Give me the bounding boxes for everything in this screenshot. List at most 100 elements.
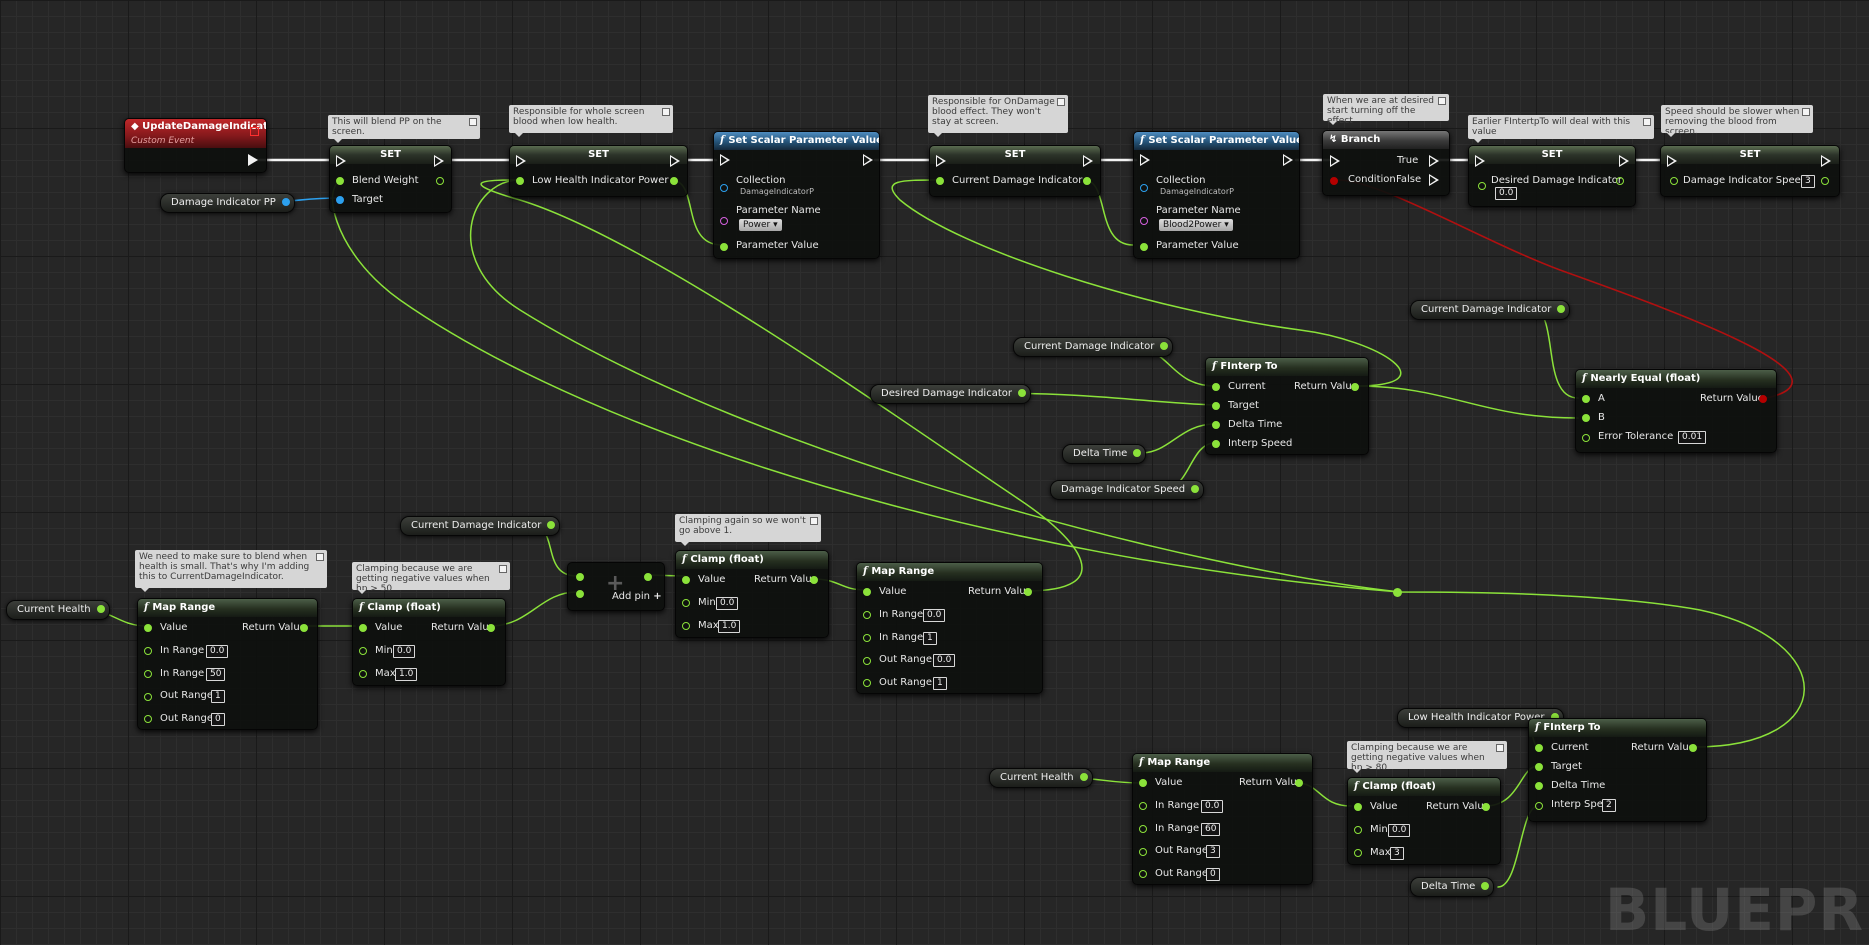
value-field[interactable]: 0.0 — [1495, 187, 1518, 200]
value-out-pin[interactable] — [1821, 177, 1829, 185]
comment-collapse-box[interactable] — [1802, 108, 1810, 116]
return-value-pin[interactable] — [1295, 779, 1303, 787]
collection-pin[interactable] — [1140, 184, 1148, 192]
damage-indicator-speed-getter[interactable]: Damage Indicator Speed — [1050, 480, 1205, 500]
return-value-pin[interactable] — [1689, 744, 1697, 752]
value-pin[interactable] — [1354, 803, 1362, 811]
comment-collapse-box[interactable] — [1643, 118, 1651, 126]
exec-out-pin[interactable] — [248, 154, 258, 166]
delta-time-getter[interactable]: Delta Time — [1410, 877, 1495, 897]
set-desired-damage-indicator-node[interactable]: SET Desired Damage Indicator 0.0 — [1468, 145, 1636, 207]
out-range-b-pin[interactable] — [144, 715, 152, 723]
delta-time-pin[interactable] — [1212, 421, 1220, 429]
add-pin-button[interactable]: Add pin + — [612, 591, 662, 602]
out-range-b-pin[interactable] — [863, 679, 871, 687]
in-range-b-field[interactable]: 60 — [1201, 823, 1221, 836]
output-pin[interactable] — [96, 605, 105, 613]
min-field[interactable]: 0.0 — [1388, 824, 1411, 837]
damage-indicator-pp-getter[interactable]: Damage Indicator PP — [160, 193, 295, 213]
exec-in-pin[interactable] — [1475, 155, 1485, 167]
value-out-pin[interactable] — [1616, 177, 1624, 185]
current-pin[interactable] — [1535, 744, 1543, 752]
min-pin[interactable] — [682, 599, 690, 607]
parameter-name-dropdown[interactable]: Power ▾ — [739, 219, 782, 231]
exec-out-pin[interactable] — [1821, 155, 1831, 167]
value-pin[interactable] — [1139, 779, 1147, 787]
value-field[interactable]: 3 — [1801, 175, 1815, 188]
comment-collapse-box[interactable] — [662, 108, 670, 116]
exec-out-pin[interactable] — [1619, 155, 1629, 167]
comment-collapse-box[interactable] — [1438, 97, 1446, 105]
max-pin[interactable] — [1354, 849, 1362, 857]
exec-in-pin[interactable] — [1667, 155, 1677, 167]
in-range-a-pin[interactable] — [144, 647, 152, 655]
exec-out-pin[interactable] — [1283, 154, 1293, 166]
in-range-b-pin[interactable] — [863, 634, 871, 642]
parameter-value-pin[interactable] — [1140, 243, 1148, 251]
in-range-a-field[interactable]: 0.0 — [1201, 800, 1224, 813]
target-pin[interactable] — [1212, 402, 1220, 410]
parameter-value-pin[interactable] — [720, 243, 728, 251]
set-low-health-indicator-power-node[interactable]: SET Low Health Indicator Power — [509, 145, 688, 197]
set-current-damage-indicator-node[interactable]: SET Current Damage Indicator — [929, 145, 1101, 197]
min-pin[interactable] — [1354, 826, 1362, 834]
min-field[interactable]: 0.0 — [716, 597, 739, 610]
parameter-name-dropdown[interactable]: Blood2Power ▾ — [1159, 219, 1233, 231]
return-value-pin[interactable] — [1351, 383, 1359, 391]
value-in-pin[interactable] — [1670, 177, 1678, 185]
comment-collapse-box[interactable] — [499, 565, 507, 573]
value-out-pin[interactable] — [670, 177, 678, 185]
parameter-name-pin[interactable] — [720, 217, 728, 225]
false-exec-pin[interactable] — [1429, 174, 1439, 186]
output-pin[interactable] — [281, 198, 290, 206]
a-pin[interactable] — [1582, 395, 1590, 403]
out-range-b-field[interactable]: 0 — [1206, 868, 1220, 881]
delta-time-getter[interactable]: Delta Time — [1062, 444, 1147, 464]
target-pin[interactable] — [1535, 763, 1543, 771]
current-health-getter[interactable]: Current Health — [989, 768, 1093, 788]
exec-out-pin[interactable] — [863, 154, 873, 166]
output-pin[interactable] — [547, 521, 556, 529]
output-pin[interactable] — [1133, 449, 1142, 457]
in-range-b-pin[interactable] — [144, 670, 152, 678]
min-field[interactable]: 0.0 — [393, 645, 416, 658]
target-pin[interactable] — [336, 196, 344, 204]
return-value-pin[interactable] — [810, 576, 818, 584]
delta-time-pin[interactable] — [1535, 782, 1543, 790]
add-float-node[interactable]: + Add pin + — [567, 562, 665, 611]
parameter-name-pin[interactable] — [1140, 217, 1148, 225]
exec-out-pin[interactable] — [434, 155, 444, 167]
condition-pin[interactable] — [1330, 177, 1338, 185]
b-pin[interactable] — [1582, 414, 1590, 422]
current-damage-indicator-getter[interactable]: Current Damage Indicator — [400, 516, 561, 536]
comment-collapse-box[interactable] — [810, 517, 818, 525]
low-health-indicator-power-getter[interactable]: Low Health Indicator Power — [1397, 708, 1564, 728]
exec-in-pin[interactable] — [1330, 155, 1340, 167]
interp-speed-pin[interactable] — [1535, 802, 1543, 810]
exec-out-pin[interactable] — [1083, 155, 1093, 167]
current-damage-indicator-getter[interactable]: Current Damage Indicator — [1410, 300, 1571, 320]
in-range-a-pin[interactable] — [863, 611, 871, 619]
output-pin[interactable] — [1079, 773, 1088, 781]
value-pin[interactable] — [682, 576, 690, 584]
return-value-pin[interactable] — [1482, 803, 1490, 811]
blend-weight-pin[interactable] — [336, 177, 344, 185]
exec-in-pin[interactable] — [336, 155, 346, 167]
return-value-pin[interactable] — [1024, 588, 1032, 596]
output-pin[interactable] — [1017, 389, 1026, 397]
desired-damage-indicator-getter[interactable]: Desired Damage Indicator — [870, 384, 1031, 404]
output-pin[interactable] — [1191, 485, 1200, 493]
output-pin[interactable] — [1481, 882, 1490, 890]
out-range-b-field[interactable]: 0 — [211, 713, 225, 726]
error-tolerance-field[interactable]: 0.01 — [1678, 431, 1707, 444]
return-value-pin[interactable] — [644, 573, 652, 581]
min-pin[interactable] — [359, 647, 367, 655]
custom-event-node[interactable]: ◆ UpdateDamageIndicator Custom Event — [124, 118, 267, 173]
return-value-pin[interactable] — [300, 624, 308, 632]
error-tolerance-pin[interactable] — [1582, 434, 1590, 442]
